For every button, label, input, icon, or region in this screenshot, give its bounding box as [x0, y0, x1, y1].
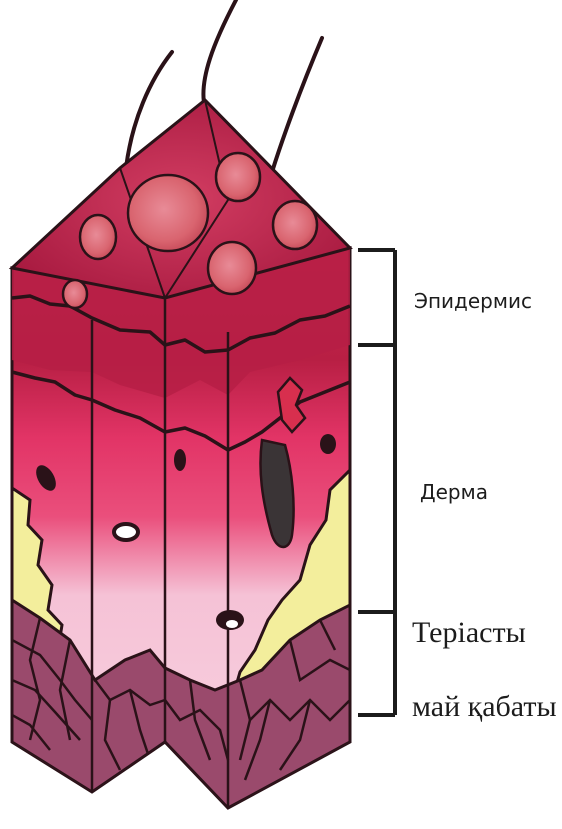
cell-left	[80, 215, 116, 259]
cell-upper-right	[216, 153, 260, 201]
vessel-5-lumen	[226, 620, 238, 628]
cell-large-center	[128, 175, 208, 251]
label-dermis: Дерма	[420, 480, 488, 504]
vessel-4	[114, 524, 138, 540]
cell-middle-right	[208, 242, 256, 294]
label-subcutaneous-line1: Теріасты	[412, 614, 526, 652]
label-epidermis: Эпидермис	[414, 289, 532, 313]
label-subcutaneous-line2: май қабаты	[412, 688, 557, 726]
cell-small-left	[63, 280, 87, 308]
layer-bracket	[358, 250, 395, 715]
skin-block	[12, 100, 350, 808]
vessel-2	[174, 449, 186, 471]
vessel-3	[320, 434, 336, 454]
cell-far-right	[273, 201, 317, 249]
